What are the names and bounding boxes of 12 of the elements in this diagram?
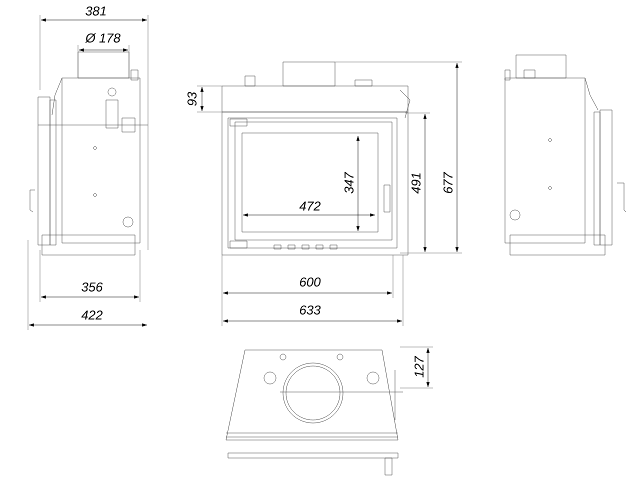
dimension-label: 472 <box>299 202 321 210</box>
dimension-label: 491 <box>411 173 421 194</box>
dimension-label: 600 <box>300 277 321 287</box>
dimension-label: 422 <box>81 310 103 320</box>
dimension-label: 347 <box>344 172 354 194</box>
dimension-label: Ø 178 <box>85 33 120 43</box>
dimension-label: 93 <box>187 92 197 106</box>
dimension-label: 677 <box>443 172 453 194</box>
dimension-label: 381 <box>86 6 106 16</box>
dimension-label: 633 <box>300 305 321 315</box>
dimension-label: 356 <box>82 282 103 292</box>
dimension-label: 127 <box>414 356 424 378</box>
